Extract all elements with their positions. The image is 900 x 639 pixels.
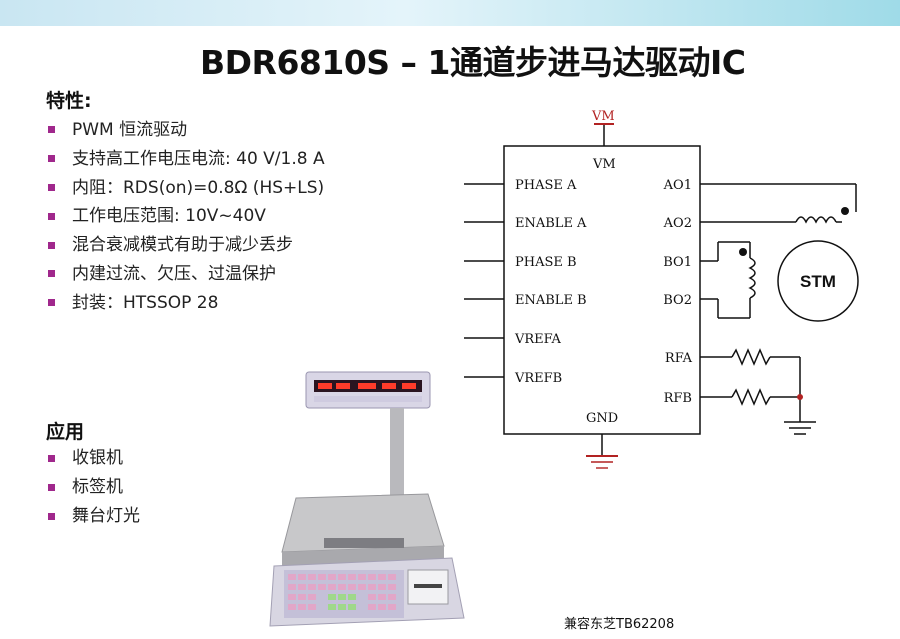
bullet-square-icon <box>48 155 55 163</box>
feature-item: 支持高工作电压电流: 40 V/1.8 A <box>48 145 325 174</box>
pin-label-left: VREFB <box>514 371 562 386</box>
application-item: 收银机 <box>48 444 140 473</box>
compatibility-note: 兼容东芝TB62208 <box>564 617 675 632</box>
bullet-square-icon <box>48 454 55 462</box>
pin-label-left: ENABLE A <box>515 216 587 231</box>
pin-label-right: BO1 <box>663 255 692 270</box>
pin-label-left: VREFA <box>514 332 562 347</box>
bullet-square-icon <box>48 483 55 491</box>
application-item: 舞台灯光 <box>48 502 140 531</box>
feature-item: 封装：HTSSOP 28 <box>48 289 325 318</box>
pin-label-right: RFB <box>664 391 692 406</box>
feature-item: 混合衰减模式有助于减少丢步 <box>48 231 325 260</box>
bullet-square-icon <box>48 212 55 220</box>
pin-label-left: PHASE A <box>515 178 577 193</box>
bullet-square-icon <box>48 126 55 134</box>
bullet-square-icon <box>48 512 55 520</box>
features-list: PWM 恒流驱动 支持高工作电压电流: 40 V/1.8 A 内阻：RDS(on… <box>48 116 325 318</box>
motor-label: STM <box>800 272 836 291</box>
page-title: BDR6810S – 1通道步进马达驱动IC <box>200 43 746 82</box>
ic-vm-label: VM <box>592 157 616 172</box>
bullet-square-icon <box>48 299 55 307</box>
features-heading: 特性: <box>46 90 92 112</box>
ic-gnd-label: GND <box>586 411 618 426</box>
pin-label-left: PHASE B <box>515 255 577 270</box>
pin-label-left: ENABLE B <box>515 293 587 308</box>
bullet-square-icon <box>48 270 55 278</box>
bullet-square-icon <box>48 241 55 249</box>
pin-label-right: AO1 <box>663 178 692 193</box>
feature-item: 工作电压范围: 10V~40V <box>48 202 325 231</box>
stepper-motor-icon <box>777 240 859 322</box>
pin-label-right: AO2 <box>663 216 692 231</box>
feature-item: 内阻：RDS(on)=0.8Ω (HS+LS) <box>48 174 325 203</box>
top-decorative-band <box>0 0 900 26</box>
supply-label: VM <box>591 109 615 124</box>
applications-list: 收银机 标签机 舞台灯光 <box>48 444 140 531</box>
application-item: 标签机 <box>48 473 140 502</box>
feature-item: PWM 恒流驱动 <box>48 116 325 145</box>
bullet-square-icon <box>48 183 55 191</box>
feature-item: 内建过流、欠压、过温保护 <box>48 260 325 289</box>
electronic-scale-icon <box>269 371 465 627</box>
pin-label-right: BO2 <box>663 293 692 308</box>
applications-heading: 应用 <box>46 421 85 443</box>
pin-label-right: RFA <box>665 351 693 366</box>
